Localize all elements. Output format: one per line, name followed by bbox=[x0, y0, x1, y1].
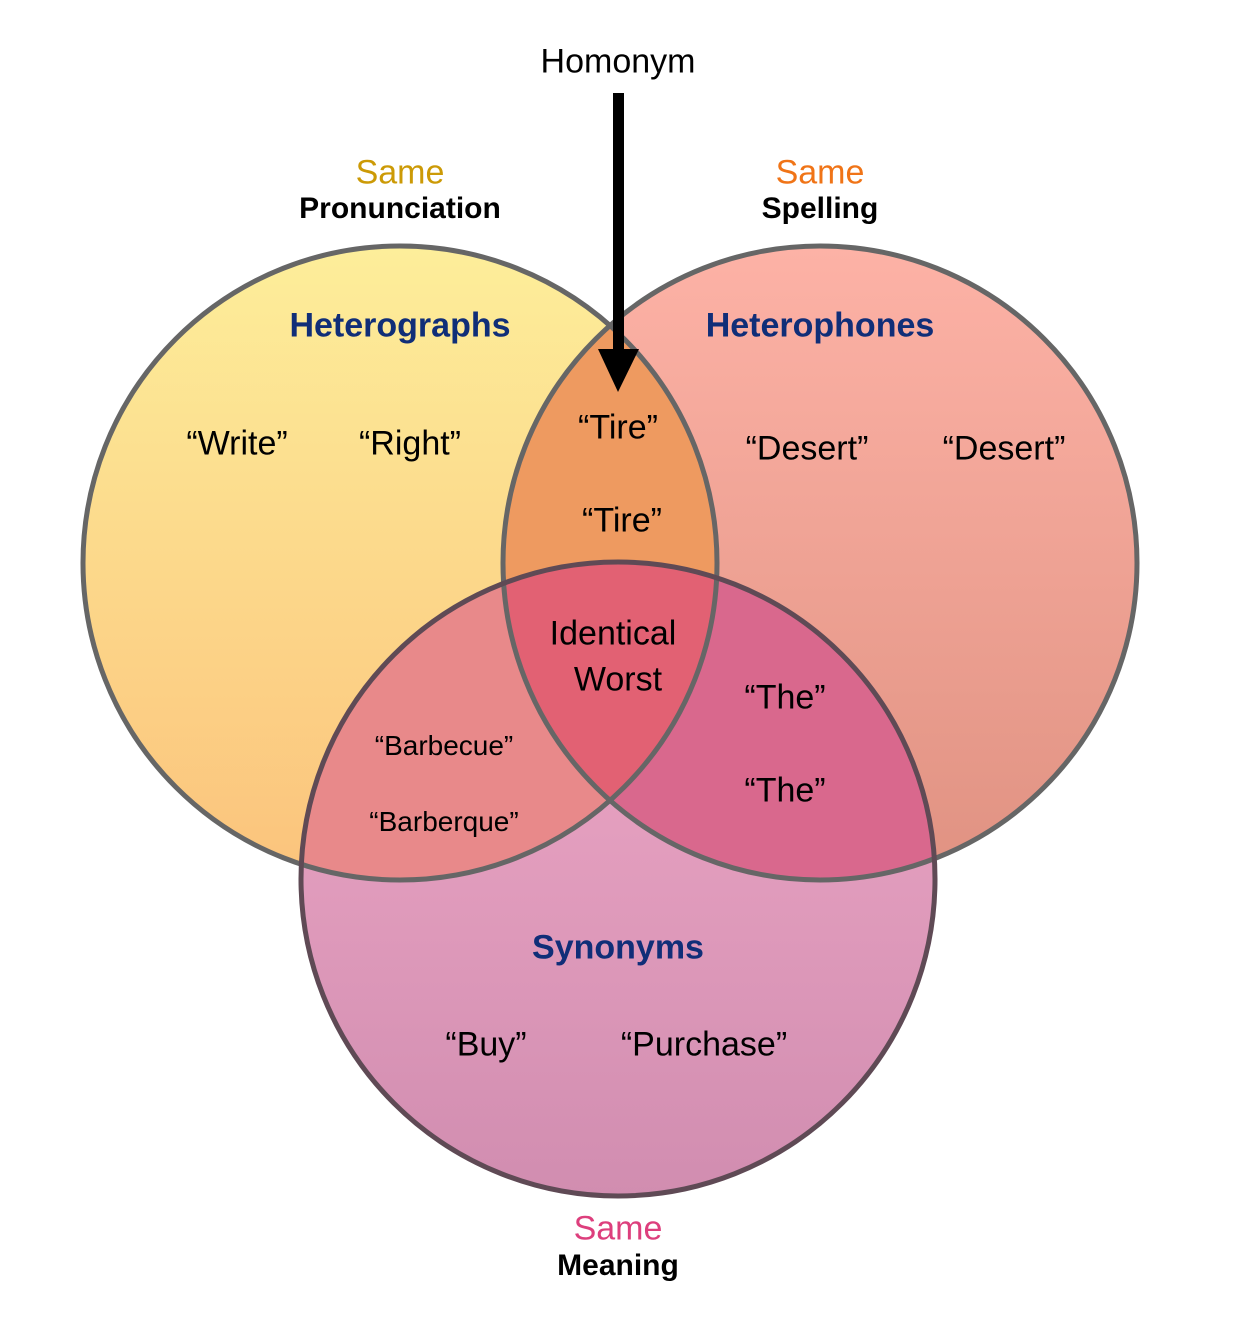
homonym-word-1: “Tire” bbox=[578, 408, 658, 447]
meaning-same-label: Same bbox=[573, 1209, 663, 1248]
spelling-outline bbox=[500, 243, 1140, 883]
synonyms-label: Synonyms bbox=[532, 928, 704, 967]
homonym-arrow-shaft bbox=[613, 93, 624, 363]
pron-meaning-word-1: “Barbecue” bbox=[374, 729, 514, 761]
center-line-2: Worst bbox=[573, 660, 663, 699]
heterograph-word-1: “Write” bbox=[186, 424, 288, 463]
homonym-word-2: “Tire” bbox=[582, 501, 662, 540]
heterograph-word-2: “Right” bbox=[358, 424, 462, 463]
center-line-1: Identical bbox=[549, 614, 677, 653]
synonym-word-2: “Purchase” bbox=[620, 1025, 788, 1064]
meaning-property-label: Meaning bbox=[557, 1248, 679, 1282]
synonym-word-1: “Buy” bbox=[445, 1025, 527, 1064]
homonym-title: Homonym bbox=[540, 42, 696, 81]
heterophone-word-2: “Desert” bbox=[942, 429, 1066, 468]
heterophones-label: Heterophones bbox=[705, 306, 935, 345]
spelling-same-label: Same bbox=[775, 153, 865, 192]
spelling-property-label: Spelling bbox=[761, 191, 879, 225]
meaning-outline bbox=[298, 559, 938, 1199]
spell-meaning-word-2: “The” bbox=[744, 771, 826, 810]
pron-meaning-word-2: “Barberque” bbox=[369, 805, 519, 837]
pronunciation-property-label: Pronunciation bbox=[299, 191, 501, 225]
homonym-arrow-head bbox=[598, 349, 639, 392]
pronunciation-outline bbox=[80, 243, 720, 883]
pronunciation-same-label: Same bbox=[355, 153, 445, 192]
heterophone-word-1: “Desert” bbox=[745, 429, 869, 468]
spell-meaning-word-1: “The” bbox=[744, 678, 826, 717]
heterographs-label: Heterographs bbox=[289, 306, 511, 345]
